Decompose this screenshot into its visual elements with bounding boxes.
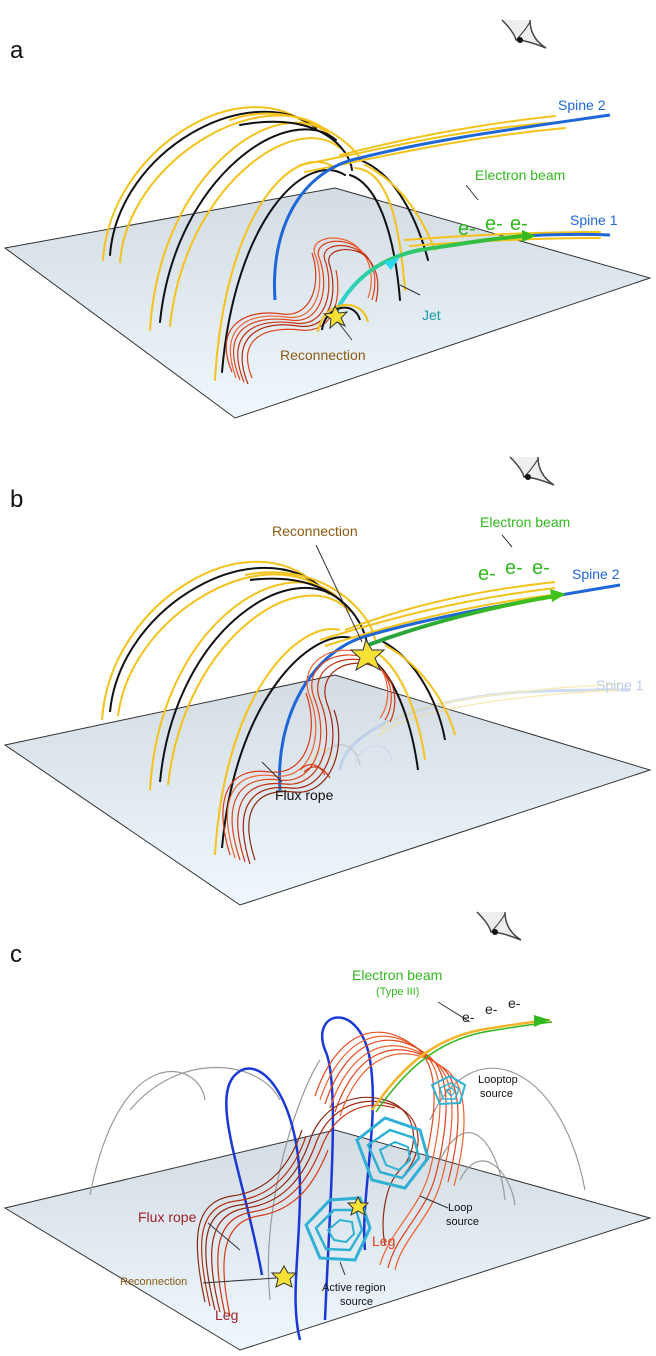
beam-line-b (367, 594, 556, 647)
panel-letter-a: a (10, 37, 24, 64)
label-spine-2: Spine 2 (558, 97, 606, 113)
star-icon (322, 304, 349, 330)
svg-text:e-: e- (462, 1009, 475, 1025)
label-spine-1-b: Spine 1 (596, 677, 644, 693)
jet-arrowhead (384, 257, 400, 270)
label-loop-1: Loop (448, 1202, 472, 1214)
star-icon (346, 1195, 370, 1217)
background-loops (89, 1059, 586, 1301)
label-type-iii: (Type III) (376, 986, 419, 998)
beam-arrowhead-b (550, 589, 566, 602)
label-leg-right: Leg (372, 1233, 395, 1249)
surface-plane (3, 674, 652, 906)
panel-a: a (3, 19, 652, 419)
svg-text:e-: e- (532, 557, 550, 579)
label-reconnection-a: Reconnection (280, 347, 366, 363)
electron-symbols: e- e- e- (458, 213, 528, 240)
loop-lines (225, 1016, 375, 1341)
label-jet: Jet (422, 307, 441, 323)
label-spine-1: Spine 1 (570, 212, 618, 228)
svg-text:e-: e- (478, 563, 496, 585)
electron-symbols: e- e- e- (462, 995, 521, 1025)
electron-symbols: e- e- e- (478, 557, 550, 585)
svg-text:e-: e- (458, 218, 476, 240)
star-icon (270, 1264, 298, 1288)
field-lines (101, 560, 561, 856)
label-active-region-2: source (340, 1296, 373, 1308)
star-icon (349, 638, 386, 672)
svg-text:e-: e- (485, 213, 503, 235)
label-electron-beam: Electron beam (475, 167, 565, 183)
faded-spine-1 (309, 683, 631, 771)
panel-letter-c: c (10, 941, 22, 968)
spine-2-line (272, 113, 611, 301)
label-flux-rope-b: Flux rope (275, 787, 334, 803)
active-region-source (304, 1196, 372, 1262)
label-leg-left: Leg (215, 1307, 238, 1323)
eye-icon (476, 911, 522, 941)
eye-icon (509, 456, 555, 486)
surface-plane (3, 187, 652, 419)
label-looptop-2: source (480, 1088, 513, 1100)
label-flux-rope-c: Flux rope (138, 1209, 197, 1225)
surface-plane (3, 1129, 652, 1351)
label-electron-beam-b: Electron beam (480, 514, 570, 530)
panel-letter-b: b (10, 486, 23, 513)
svg-text:e-: e- (508, 995, 521, 1011)
svg-text:e-: e- (510, 213, 528, 235)
label-reconnection-c: Reconnection (120, 1276, 187, 1288)
svg-text:e-: e- (505, 557, 523, 579)
flux-rope-b (222, 649, 396, 865)
label-loop-2: source (446, 1216, 479, 1228)
svg-text:e-: e- (485, 1001, 498, 1017)
label-reconnection-b: Reconnection (272, 523, 358, 539)
label-electron-beam-c: Electron beam (352, 967, 442, 983)
beam-arrowhead-a (522, 230, 536, 242)
flux-rope-c (196, 1031, 465, 1317)
label-active-region-1: Active region (322, 1282, 386, 1294)
panel-b: b (3, 456, 652, 906)
jet-arrow (331, 234, 526, 319)
label-spine-2-b: Spine 2 (572, 566, 620, 582)
label-looptop-1: Looptop (478, 1074, 518, 1086)
field-lines (102, 106, 601, 381)
looptop-source (430, 1074, 467, 1106)
beam-arrowhead-c (534, 1015, 550, 1027)
eye-icon (501, 19, 547, 49)
loop-source (355, 1116, 430, 1190)
panel-c: c (3, 911, 652, 1351)
beam-line-c (370, 1018, 551, 1111)
